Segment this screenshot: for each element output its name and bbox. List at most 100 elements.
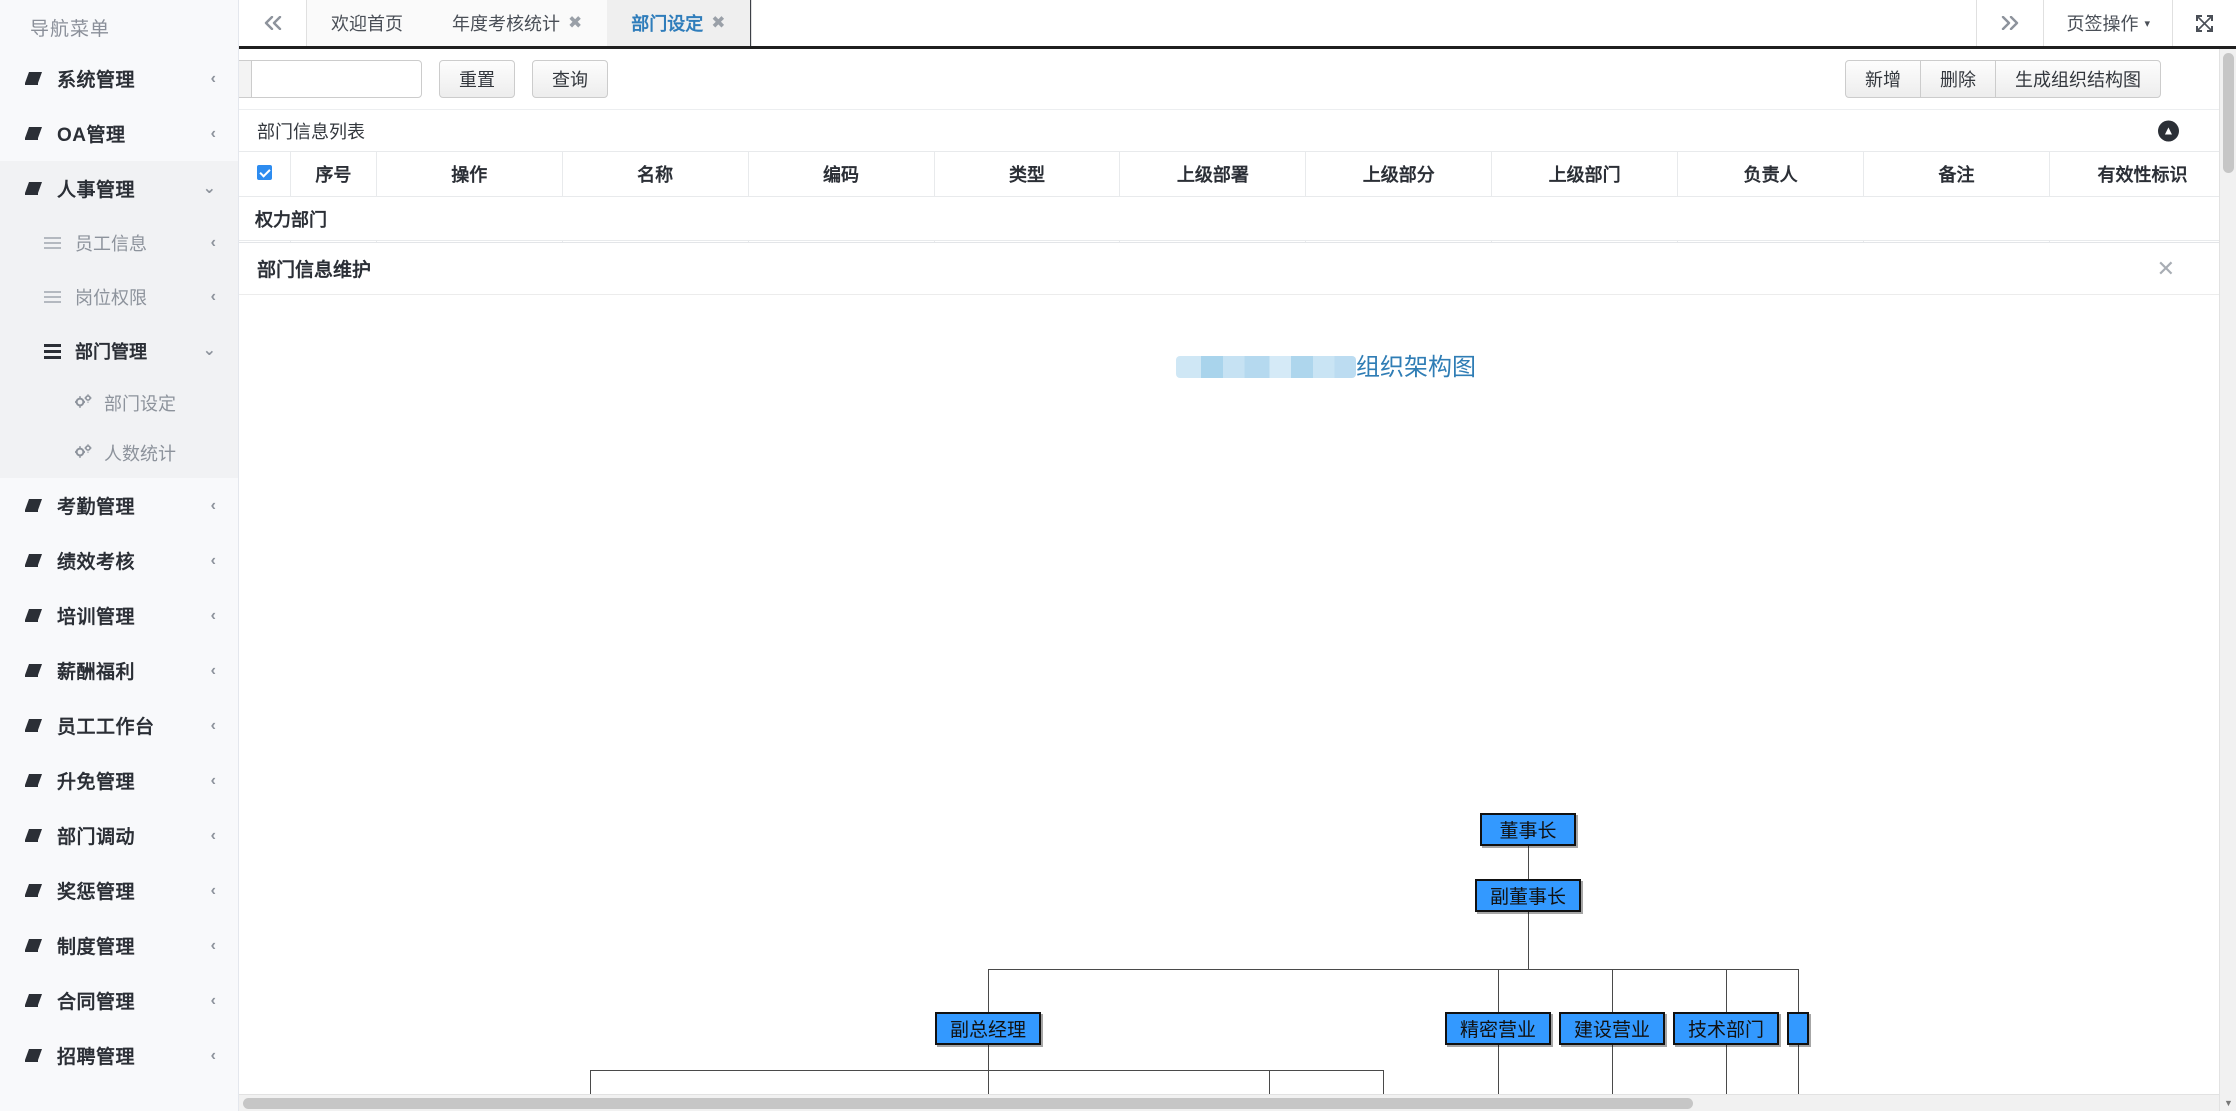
delete-button[interactable]: 删除	[1920, 60, 1996, 98]
th-seq[interactable]: 序号	[290, 152, 376, 197]
chevron-left-icon: ‹	[211, 235, 216, 251]
chevron-left-icon: ‹	[211, 663, 216, 679]
chevron-left-icon: ‹	[211, 883, 216, 899]
th-actions[interactable]: 操作	[376, 152, 562, 197]
tabbar-actions: 页签操作 ▾	[1976, 0, 2236, 46]
th-parent-div[interactable]: 上级部分	[1306, 152, 1492, 197]
org-chart-title: 组织架构图	[1176, 347, 1476, 382]
connector-line	[1528, 912, 1529, 969]
th-owner[interactable]: 负责人	[1678, 152, 1864, 197]
chevron-left-icon: ‹	[211, 126, 216, 142]
sidebar-item-label: 招聘管理	[57, 1042, 135, 1069]
sidebar-item-oa[interactable]: OA管理 ‹	[0, 106, 238, 161]
group-label: 权力部门	[239, 197, 2236, 241]
chevron-left-icon: ‹	[211, 498, 216, 514]
sidebar-item-post-permission[interactable]: 岗位权限 ‹	[0, 270, 238, 324]
chevron-down-icon: ▾	[2144, 17, 2150, 30]
sidebar-title: 导航菜单	[0, 0, 238, 51]
org-node[interactable]: 董事长	[1480, 813, 1576, 846]
th-name[interactable]: 名称	[562, 152, 748, 197]
org-node[interactable]: 技术部门	[1673, 1012, 1779, 1045]
scroll-down-icon[interactable]: ▼	[2220, 1094, 2236, 1111]
sidebar-leaf-label: 部门设定	[104, 390, 176, 416]
sidebar: 导航菜单 系统管理 ‹ OA管理 ‹ 人事管理 ⌄	[0, 0, 239, 1111]
modal-title: 部门信息维护	[257, 255, 371, 282]
table-group-row: 权力部门	[239, 197, 2236, 241]
sidebar-item-system[interactable]: 系统管理 ‹	[0, 51, 238, 106]
org-chart-title-suffix: 组织架构图	[1356, 354, 1476, 381]
book-icon	[24, 126, 43, 141]
connector-line	[1798, 969, 1799, 1012]
record-actions: 新增 删除 生成组织结构图	[1845, 60, 2161, 98]
connector-line	[988, 969, 1798, 970]
tab-label: 部门设定	[631, 10, 703, 36]
close-icon[interactable]: ✖	[568, 13, 582, 33]
list-icon	[44, 288, 61, 306]
sidebar-item-招聘管理[interactable]: 招聘管理‹	[0, 1028, 238, 1083]
tab-welcome[interactable]: 欢迎首页	[307, 0, 428, 46]
connector-line	[1612, 969, 1613, 1012]
select-all-checkbox[interactable]	[257, 165, 272, 180]
org-node[interactable]: 精密营业	[1445, 1012, 1551, 1045]
query-button[interactable]: 查询	[532, 60, 608, 98]
sidebar-item-部门调动[interactable]: 部门调动‹	[0, 808, 238, 863]
search-field-label: 名称	[239, 60, 251, 98]
redacted-company-name	[1176, 356, 1356, 378]
select-all-cell[interactable]	[239, 152, 290, 197]
sidebar-item-员工工作台[interactable]: 员工工作台‹	[0, 698, 238, 753]
org-node[interactable]: 副总经理	[935, 1012, 1041, 1045]
double-chevron-left-icon[interactable]	[239, 0, 307, 46]
org-node[interactable]: 建设营业	[1559, 1012, 1665, 1045]
sidebar-item-合同管理[interactable]: 合同管理‹	[0, 973, 238, 1028]
org-node[interactable]	[1787, 1012, 1809, 1045]
book-icon	[24, 181, 43, 196]
double-chevron-right-icon[interactable]	[1976, 0, 2043, 46]
book-icon	[24, 608, 43, 623]
tab-spacer	[751, 0, 1977, 46]
th-type[interactable]: 类型	[934, 152, 1120, 197]
sidebar-item-奖惩管理[interactable]: 奖惩管理‹	[0, 863, 238, 918]
sidebar-item-hr[interactable]: 人事管理 ⌄	[0, 161, 238, 216]
book-icon	[24, 663, 43, 678]
sidebar-item-label: 部门调动	[57, 822, 135, 849]
th-parent-bu[interactable]: 上级部署	[1120, 152, 1306, 197]
generate-org-chart-button[interactable]: 生成组织结构图	[1995, 60, 2161, 98]
close-icon[interactable]: ✕	[2157, 258, 2175, 280]
tab-dept-setting[interactable]: 部门设定 ✖	[607, 0, 750, 46]
sidebar-item-薪酬福利[interactable]: 薪酬福利‹	[0, 643, 238, 698]
sidebar-item-dept-management[interactable]: 部门管理 ⌄	[0, 324, 238, 378]
sidebar-item-制度管理[interactable]: 制度管理‹	[0, 918, 238, 973]
reset-button[interactable]: 重置	[439, 60, 515, 98]
list-icon	[44, 234, 61, 252]
tab-label: 年度考核统计	[452, 10, 560, 36]
page-operations-button[interactable]: 页签操作 ▾	[2043, 0, 2172, 46]
fullscreen-button[interactable]	[2172, 0, 2236, 46]
th-parent-dept[interactable]: 上级部门	[1492, 152, 1678, 197]
search-input[interactable]	[251, 60, 422, 98]
list-title-label: 部门信息列表	[257, 118, 365, 144]
sidebar-item-label: 考勤管理	[57, 492, 135, 519]
add-button[interactable]: 新增	[1845, 60, 1921, 98]
sidebar-item-dept-setting[interactable]: 部门设定	[0, 378, 238, 428]
sidebar-rest: 考勤管理‹绩效考核‹培训管理‹薪酬福利‹员工工作台‹升免管理‹部门调动‹奖惩管理…	[0, 478, 238, 1083]
scroll-top-icon[interactable]: ▲	[2158, 120, 2179, 141]
sidebar-submenu-hr: 员工信息 ‹ 岗位权限 ‹ 部门管理 ⌄	[0, 216, 238, 478]
vertical-scrollbar[interactable]: ▲ ▼	[2219, 49, 2236, 1111]
horizontal-scrollbar[interactable]	[239, 1094, 2219, 1111]
vertical-scroll-thumb[interactable]	[2223, 53, 2234, 173]
sidebar-item-考勤管理[interactable]: 考勤管理 ‹	[0, 478, 238, 533]
th-code[interactable]: 编码	[748, 152, 934, 197]
close-icon[interactable]: ✖	[711, 13, 725, 33]
sidebar-item-headcount-stats[interactable]: 人数统计	[0, 428, 238, 478]
org-node[interactable]: 副董事长	[1475, 879, 1581, 912]
th-remark[interactable]: 备注	[1864, 152, 2050, 197]
sidebar-item-绩效考核[interactable]: 绩效考核‹	[0, 533, 238, 588]
sidebar-item-培训管理[interactable]: 培训管理‹	[0, 588, 238, 643]
horizontal-scroll-thumb[interactable]	[243, 1098, 1693, 1109]
tab-annual-review-stats[interactable]: 年度考核统计 ✖	[428, 0, 607, 46]
sidebar-item-employee-info[interactable]: 员工信息 ‹	[0, 216, 238, 270]
sidebar-subitem-label: 员工信息	[75, 230, 147, 256]
connector-line	[988, 969, 989, 1012]
th-valid[interactable]: 有效性标识	[2049, 152, 2235, 197]
sidebar-item-升免管理[interactable]: 升免管理‹	[0, 753, 238, 808]
